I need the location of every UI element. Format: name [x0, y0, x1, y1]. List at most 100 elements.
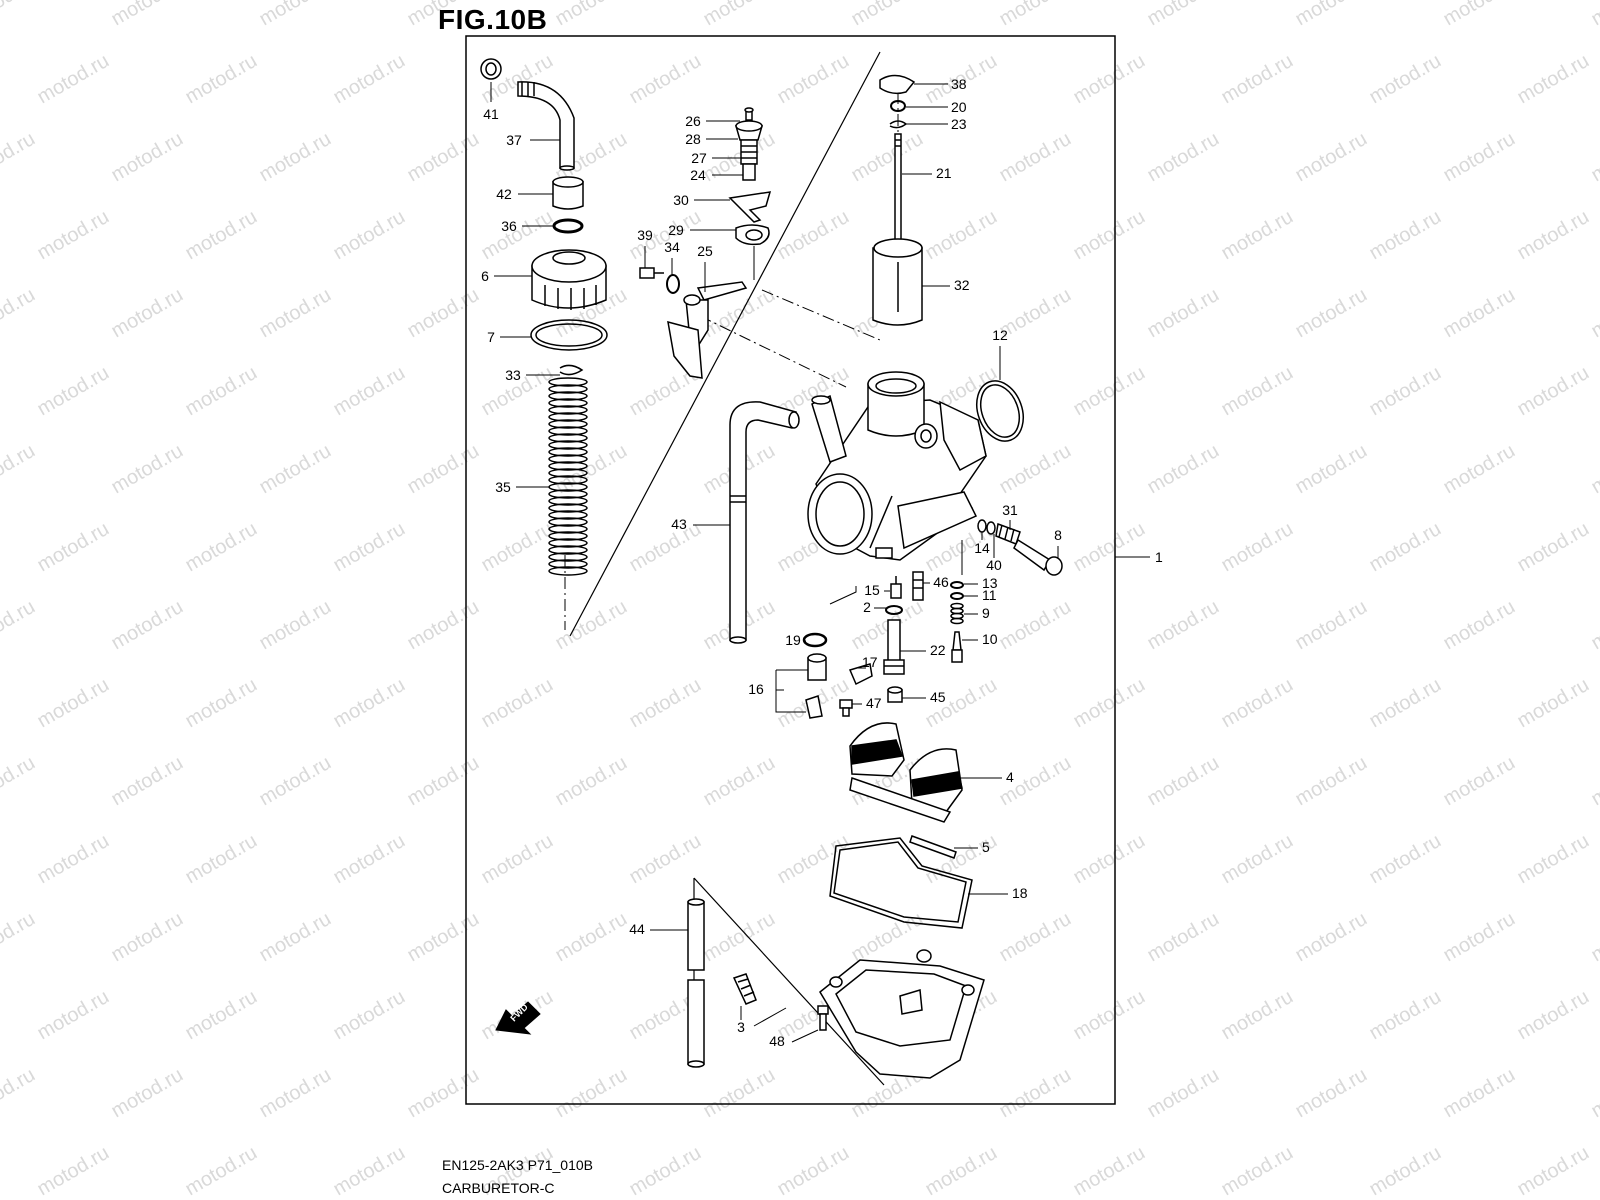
part-2-washer-icon [885, 605, 903, 615]
callout-25: 25 [697, 243, 713, 259]
part-33-clip-icon [559, 364, 584, 376]
part-35-spring-icon [548, 377, 588, 576]
part-12-o-ring-icon [976, 380, 1024, 442]
callout-43: 43 [671, 516, 687, 532]
part-4-float-icon [849, 722, 963, 823]
callout-44: 44 [629, 921, 645, 937]
part-11-washer-icon [950, 592, 964, 600]
spring-coil [548, 503, 588, 513]
callout-18: 18 [1012, 885, 1028, 901]
callout-31: 31 [1002, 502, 1018, 518]
callout-10: 10 [982, 631, 998, 647]
part-15-main-jet-icon [890, 576, 902, 599]
part-3-drain-screw-icon [732, 973, 757, 1005]
callout-26: 26 [685, 113, 701, 129]
leader-lines [490, 82, 1150, 1043]
callout-2: 2 [863, 599, 871, 615]
callout-24: 24 [690, 167, 706, 183]
callout-13: 13 [982, 575, 998, 591]
part-37-bent-tube-icon [517, 81, 575, 171]
callout-36: 36 [501, 218, 517, 234]
callout-33: 33 [505, 367, 521, 383]
group-leader-line [753, 1007, 787, 1027]
callout-41: 41 [483, 106, 499, 122]
callout-9: 9 [982, 605, 990, 621]
spring-coil [548, 398, 588, 408]
callout-40: 40 [986, 557, 1002, 573]
callout-32: 32 [954, 277, 970, 293]
part-20-ring-icon [890, 100, 906, 112]
spring-coil [548, 468, 588, 478]
callout-20: 20 [951, 99, 967, 115]
spring-coil [548, 531, 588, 541]
callout-46: 46 [933, 574, 949, 590]
callout-4: 4 [1006, 769, 1014, 785]
spring-coil [548, 524, 588, 534]
part-16-float-valve-icon [805, 653, 827, 719]
spring-coil [548, 440, 588, 450]
callout-22: 22 [930, 642, 946, 658]
callout-37: 37 [506, 132, 522, 148]
part-13-o-ring-icon [950, 581, 964, 589]
alignment-lines [564, 92, 899, 630]
callout-15: 15 [864, 582, 880, 598]
fwd-arrow-icon: FWD [495, 1001, 541, 1035]
part-39-screw-icon [639, 267, 664, 279]
group-leader-line [775, 670, 806, 713]
callout-28: 28 [685, 131, 701, 147]
part-17-clip-icon [848, 663, 873, 686]
part-36-o-ring-icon [552, 218, 584, 234]
part-42-collar-icon [552, 176, 584, 210]
figure-title: FIG.10B [438, 4, 548, 35]
part-8-air-screw-icon [977, 519, 1063, 576]
part-1-carburetor-body-icon [807, 371, 987, 561]
part-32-throttle-valve-icon [872, 238, 923, 326]
spring-coil [548, 377, 588, 387]
callout-7: 7 [487, 329, 495, 345]
part-7-gasket-ring-icon [530, 319, 608, 351]
part-22-needle-jet-icon [883, 619, 905, 675]
callout-21: 21 [936, 165, 952, 181]
part-44-drain-tube-icon [687, 898, 705, 1068]
callout-34: 34 [664, 239, 680, 255]
spring-coil [548, 405, 588, 415]
spring-coil [548, 426, 588, 436]
leader-line-48 [791, 1029, 819, 1043]
spring-coil [548, 454, 588, 464]
spring-coil [548, 552, 588, 562]
spring-coil [548, 419, 588, 429]
callout-11: 11 [982, 587, 997, 603]
spring-coil [548, 384, 588, 394]
part-26-plunger-icon [735, 107, 763, 181]
spring-coil [548, 433, 588, 443]
callout-3: 3 [737, 1019, 745, 1035]
spring-coil [548, 475, 588, 485]
callout-45: 45 [930, 689, 946, 705]
part-25-lever-bracket-icon [667, 281, 748, 379]
callout-35: 35 [495, 479, 511, 495]
part-47-screw-icon [839, 699, 853, 717]
callout-1: 1 [1155, 549, 1163, 565]
part-45-jet-holder-icon [887, 686, 903, 703]
callout-42: 42 [496, 186, 512, 202]
callout-12: 12 [992, 327, 1008, 343]
diagram-frame [465, 35, 1116, 1105]
part-5-float-pin-icon [909, 835, 957, 859]
callout-16: 16 [748, 681, 764, 697]
callout-27: 27 [691, 150, 707, 166]
part-6-top-cap-icon [531, 249, 607, 310]
callout-19: 19 [785, 632, 801, 648]
spring-coil [548, 461, 588, 471]
spring-coil [548, 559, 588, 569]
part-38-plate-icon [879, 74, 916, 95]
part-43-vent-tube-icon [729, 401, 800, 644]
spring-coil [548, 510, 588, 520]
spring-coil [548, 412, 588, 422]
part-29-gasket-icon [735, 224, 770, 246]
float-bowl-icon [819, 949, 985, 1079]
spring-coil [548, 566, 588, 576]
callout-14: 14 [974, 540, 990, 556]
part-34-washer-icon [666, 274, 680, 294]
part-46-pilot-jet-icon [912, 571, 924, 601]
